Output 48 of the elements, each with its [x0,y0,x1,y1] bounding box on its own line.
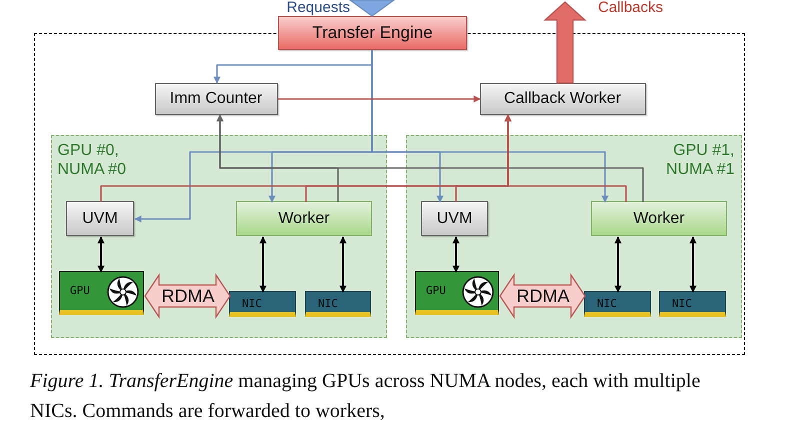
group-label: GPU #0, NUMA #0 [58,140,127,179]
arrow [260,236,266,293]
group-label: GPU #1, NUMA #1 [665,140,734,179]
edge-label: RDMA [516,285,570,307]
numa-group [50,134,386,338]
double-block-arrow [144,273,231,319]
block-arrow [543,1,587,84]
node-label: UVM [436,208,472,228]
gpu-card [415,271,499,315]
node-label: NIC [597,297,617,311]
nic-card [229,291,296,317]
gpu-card [59,271,144,315]
edge-label: Requests [286,0,350,15]
process-box [66,201,134,236]
figure-caption: Figure 1. TransferEngine managing GPUs across NUMA nodes, each with multiple NICs. Commands are forwarded to workers, [30,369,702,424]
arrow [340,236,346,293]
node-label: Worker [633,208,685,228]
node-label: UVM [82,208,118,228]
node-label: NIC [242,297,262,311]
worker-box [591,201,727,236]
node-label: Transfer Engine [312,22,433,44]
process-box [421,201,488,236]
arrow [504,114,627,202]
node-label: GPU [70,284,90,298]
node-label: Worker [278,208,330,228]
arrow [614,236,622,293]
edge-label: RDMA [160,285,216,307]
arrow [98,236,104,273]
engine-box [278,16,467,50]
node-label: NIC [672,297,692,311]
process-box [480,82,646,114]
arrow [216,114,644,202]
process-box [154,82,278,114]
block-arrow [348,0,396,17]
nic-card [659,291,726,317]
node-label: Callback Worker [504,88,622,108]
nic-card [584,291,651,317]
numa-group [406,134,742,338]
node-label: Imm Counter [170,88,262,108]
edge-label: Callbacks [598,0,664,15]
nic-card [305,291,371,317]
arrow [690,236,696,293]
node-label: NIC [318,297,338,311]
worker-box [236,201,372,236]
arrow [278,96,481,102]
arrow [452,236,460,273]
double-block-arrow [499,273,586,319]
node-label: GPU [426,284,446,298]
